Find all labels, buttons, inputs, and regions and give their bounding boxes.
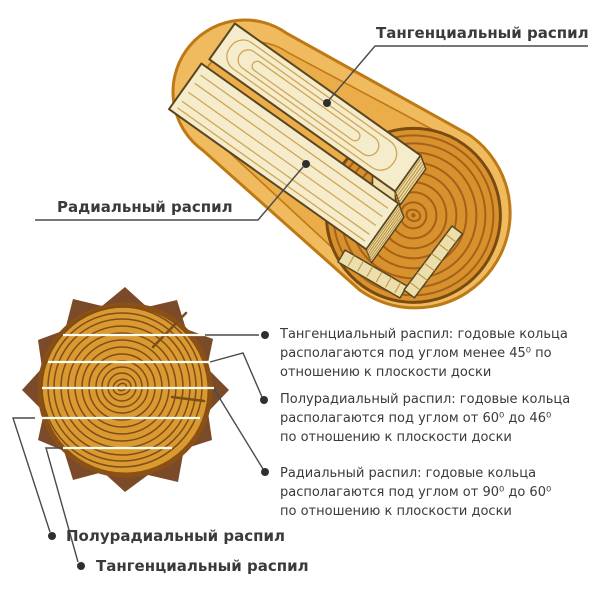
legend-item-tangential: Тангенциальный распил: годовые кольца ра… bbox=[280, 325, 590, 382]
legend-text-line: располагаются под углом менее 45⁰ по bbox=[280, 346, 552, 361]
legend-text-line: Тангенциальный распил: годовые кольца bbox=[280, 327, 568, 342]
leader-line-legend-2 bbox=[209, 352, 263, 398]
legend-text-line: располагаются под углом от 90⁰ до 60⁰ bbox=[280, 485, 552, 500]
legend-item-semiradial: Полурадиальный распил: годовые кольца ра… bbox=[280, 390, 590, 447]
leader-dot-radial-left bbox=[302, 160, 310, 168]
radial-board bbox=[168, 62, 405, 264]
cut-lines bbox=[35, 333, 214, 450]
leader-line-radial-left bbox=[35, 166, 304, 221]
leader-line-tangential-top bbox=[328, 45, 588, 101]
label-tangential-top: Тангенциальный распил bbox=[376, 24, 589, 42]
bullet-dot-legend-1 bbox=[261, 331, 269, 339]
edge-board-right bbox=[403, 225, 464, 299]
leader-line-legend-3 bbox=[213, 388, 264, 470]
label-tangential-bottom: Тангенциальный распил bbox=[96, 557, 309, 575]
leader-dot-tangential-top bbox=[323, 99, 331, 107]
leader-line-semiradial-bottom bbox=[12, 417, 51, 533]
legend-text-line: Полурадиальный распил: годовые кольца bbox=[280, 392, 571, 407]
edge-board-left bbox=[337, 249, 408, 299]
section-crack bbox=[151, 311, 206, 403]
label-semiradial-bottom: Полурадиальный распил bbox=[66, 527, 285, 545]
legend-item-radial: Радиальный распил: годовые кольца распол… bbox=[280, 464, 590, 521]
log-cross-section bbox=[22, 287, 229, 492]
tangential-board bbox=[208, 22, 427, 206]
label-radial-left: Радиальный распил bbox=[57, 198, 233, 216]
legend-text-line: по отношению к плоскости доски bbox=[280, 504, 512, 519]
log-illustration bbox=[168, 18, 512, 310]
legend-text-line: отношению к плоскости доски bbox=[280, 365, 492, 380]
bullet-dot-legend-2 bbox=[260, 396, 268, 404]
leader-line-tangential-bottom bbox=[45, 447, 79, 563]
legend-text-line: располагаются под углом от 60⁰ до 46⁰ bbox=[280, 411, 552, 426]
bullet-dot-semiradial-bottom bbox=[48, 532, 56, 540]
bullet-dot-legend-3 bbox=[261, 468, 269, 476]
legend-text-line: по отношению к плоскости доски bbox=[280, 430, 512, 445]
bullet-dot-tangential-bottom bbox=[77, 562, 85, 570]
legend-text-line: Радиальный распил: годовые кольца bbox=[280, 466, 537, 481]
